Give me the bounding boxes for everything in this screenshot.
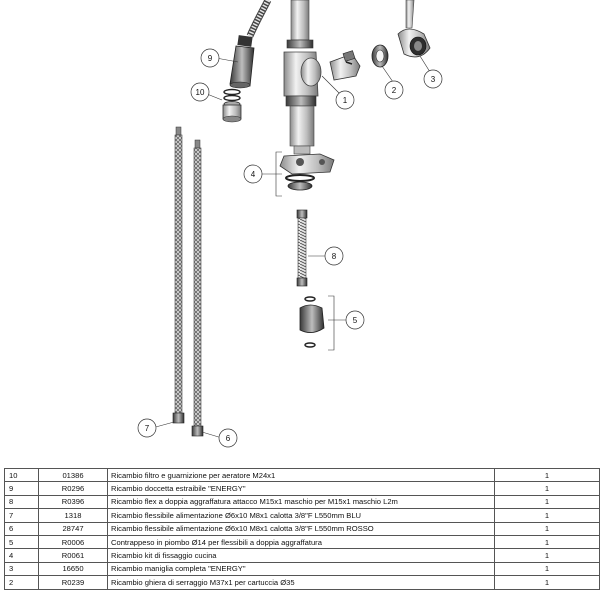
quantity-cell: 1 bbox=[494, 534, 600, 550]
supply-hose-blue-part bbox=[172, 126, 185, 424]
callout-3: 3 bbox=[423, 69, 443, 89]
callout-9: 9 bbox=[200, 48, 220, 68]
aerator-filter-part bbox=[222, 88, 242, 123]
description-cell: Ricambio filtro e guarnizione per aerato… bbox=[107, 467, 495, 483]
quantity-cell: 1 bbox=[494, 481, 600, 496]
table-row: 7 1318 Ricambio flessibile alimentazione… bbox=[4, 508, 600, 523]
callout-8: 8 bbox=[324, 246, 344, 266]
description-cell: Ricambio flessibile alimentazione Ø6x10 … bbox=[107, 521, 495, 536]
quantity-cell: 1 bbox=[494, 561, 600, 577]
callout-number: 10 bbox=[196, 88, 205, 97]
callout-number: 9 bbox=[208, 54, 213, 63]
position-cell: 10 bbox=[4, 467, 39, 483]
position-cell: 4 bbox=[4, 548, 39, 563]
table-row: 8 R0396 Ricambio flex a doppia aggraffat… bbox=[4, 494, 600, 510]
position-cell: 3 bbox=[4, 561, 39, 577]
callout-4: 4 bbox=[243, 164, 263, 184]
description-cell: Ricambio doccetta estraibile "ENERGY" bbox=[107, 481, 495, 496]
callout-number: 7 bbox=[145, 424, 150, 433]
supply-hose-red-part bbox=[191, 139, 204, 437]
code-cell: 16650 bbox=[38, 561, 108, 577]
mounting-kit-part bbox=[279, 153, 335, 191]
position-cell: 5 bbox=[4, 534, 39, 550]
code-cell: R0006 bbox=[38, 534, 108, 550]
table-row: 5 R0006 Contrappeso in piombo Ø14 per fl… bbox=[4, 534, 600, 550]
description-cell: Ricambio maniglia completa "ENERGY" bbox=[107, 561, 495, 577]
position-cell: 9 bbox=[4, 481, 39, 496]
code-cell: 1318 bbox=[38, 508, 108, 523]
table-row: 6 28747 Ricambio flessibile alimentazion… bbox=[4, 521, 600, 536]
ring-nut-part bbox=[371, 44, 389, 68]
spring-hose bbox=[246, 0, 272, 38]
code-cell: 01386 bbox=[38, 467, 108, 483]
counterweight-part bbox=[299, 296, 325, 348]
description-cell: Ricambio flex a doppia aggraffatura atta… bbox=[107, 494, 495, 510]
table-row: 3 16650 Ricambio maniglia completa "ENER… bbox=[4, 561, 600, 577]
faucet-body bbox=[283, 0, 322, 155]
callout-2: 2 bbox=[384, 80, 404, 100]
position-cell: 6 bbox=[4, 521, 39, 536]
callout-1: 1 bbox=[335, 90, 355, 110]
quantity-cell: 1 bbox=[494, 548, 600, 563]
code-cell: 28747 bbox=[38, 521, 108, 536]
callout-number: 1 bbox=[343, 96, 348, 105]
table-row: 10 01386 Ricambio filtro e guarnizione p… bbox=[4, 467, 600, 483]
callout-leaders bbox=[151, 55, 431, 439]
position-cell: 8 bbox=[4, 494, 39, 510]
description-cell: Ricambio flessibile alimentazione Ø6x10 … bbox=[107, 508, 495, 523]
code-cell: R0296 bbox=[38, 481, 108, 496]
exploded-view-drawing: 9 10 1 2 3 4 8 5 7 6 bbox=[137, 0, 443, 448]
description-cell: Contrappeso in piombo Ø14 per flessibili… bbox=[107, 534, 495, 550]
code-cell: R0396 bbox=[38, 494, 108, 510]
callout-10: 10 bbox=[190, 82, 210, 102]
code-cell: R0061 bbox=[38, 548, 108, 563]
flex-hose-part bbox=[296, 209, 308, 287]
callout-number: 6 bbox=[226, 434, 231, 443]
position-cell: 2 bbox=[4, 575, 39, 590]
callout-number: 8 bbox=[332, 252, 337, 261]
quantity-cell: 1 bbox=[494, 494, 600, 510]
cartridge-part bbox=[329, 50, 361, 81]
table-row: 9 R0296 Ricambio doccetta estraibile "EN… bbox=[4, 481, 600, 496]
callout-number: 3 bbox=[431, 75, 436, 84]
quantity-cell: 1 bbox=[494, 508, 600, 523]
quantity-cell: 1 bbox=[494, 467, 600, 483]
quantity-cell: 1 bbox=[494, 575, 600, 590]
description-cell: Ricambio ghiera di serraggio M37x1 per c… bbox=[107, 575, 495, 590]
code-cell: R0239 bbox=[38, 575, 108, 590]
callout-number: 2 bbox=[392, 86, 397, 95]
spare-parts-table: 10 01386 Ricambio filtro e guarnizione p… bbox=[4, 467, 600, 590]
callout-number: 4 bbox=[251, 170, 256, 179]
handle-part bbox=[397, 0, 431, 58]
callout-number: 5 bbox=[353, 316, 358, 325]
quantity-cell: 1 bbox=[494, 521, 600, 536]
table-row: 4 R0061 Ricambio kit di fissaggio cucina… bbox=[4, 548, 600, 563]
callout-7: 7 bbox=[137, 418, 157, 438]
spray-head-part bbox=[229, 35, 255, 89]
callout-5: 5 bbox=[345, 310, 365, 330]
table-row: 2 R0239 Ricambio ghiera di serraggio M37… bbox=[4, 575, 600, 590]
position-cell: 7 bbox=[4, 508, 39, 523]
callout-6: 6 bbox=[218, 428, 238, 448]
description-cell: Ricambio kit di fissaggio cucina bbox=[107, 548, 495, 563]
